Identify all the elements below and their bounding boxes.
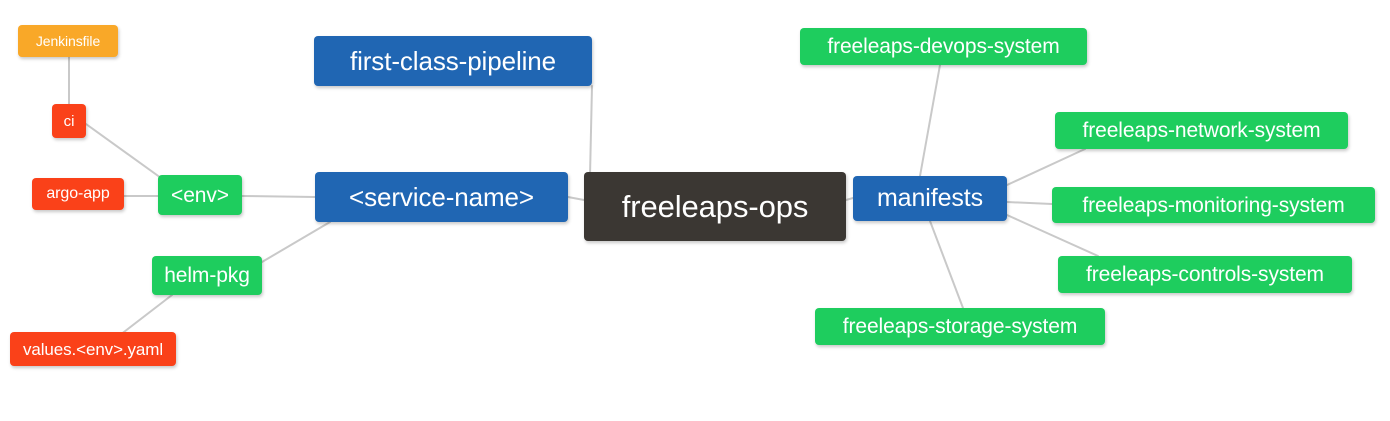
mindmap-node-label: values.<env>.yaml xyxy=(22,339,164,359)
edge-env-to-ci xyxy=(85,123,169,184)
mindmap-node-label: Jenkinsfile xyxy=(35,33,101,49)
mindmap-node-label: <env> xyxy=(171,183,229,207)
mindmap-node-label: freeleaps-ops xyxy=(621,189,809,224)
mindmap-node-label: argo-app xyxy=(46,185,110,202)
mindmap-node-argo-app[interactable]: argo-app xyxy=(32,178,124,210)
mindmap-node-freeleaps-monitoring-system[interactable]: freeleaps-monitoring-system xyxy=(1052,187,1375,223)
edge-freeleaps-ops-to-manifests xyxy=(845,197,854,201)
edge-freeleaps-ops-to-first-class-pipeline xyxy=(589,85,593,177)
mindmap-node-service-name[interactable]: <service-name> xyxy=(315,172,568,222)
mindmap-node-env[interactable]: <env> xyxy=(158,175,242,215)
edge-service-name-to-freeleaps-ops xyxy=(567,196,585,201)
mindmap-node-manifests[interactable]: manifests xyxy=(853,176,1007,221)
edge-helm-pkg-to-values-yaml xyxy=(119,294,173,336)
mindmap-node-helm-pkg[interactable]: helm-pkg xyxy=(152,256,262,295)
edge-service-name-to-helm-pkg xyxy=(261,221,331,263)
mindmap-node-label: helm-pkg xyxy=(164,264,250,287)
mindmap-node-jenkinsfile[interactable]: Jenkinsfile xyxy=(18,25,118,57)
mindmap-node-freeleaps-devops-system[interactable]: freeleaps-devops-system xyxy=(800,28,1087,65)
mindmap-node-label: <service-name> xyxy=(348,182,535,212)
edge-manifests-to-freeleaps-devops-system xyxy=(919,64,941,177)
edge-service-name-to-env xyxy=(241,195,316,198)
edge-manifests-to-freeleaps-storage-system xyxy=(929,220,964,309)
mindmap-node-freeleaps-ops[interactable]: freeleaps-ops xyxy=(584,172,846,241)
mindmap-node-label: ci xyxy=(63,112,75,130)
mindmap-node-label: manifests xyxy=(876,184,984,212)
mindmap-node-label: freeleaps-storage-system xyxy=(842,315,1078,338)
mindmap-node-label: freeleaps-controls-system xyxy=(1086,263,1324,286)
edge-manifests-to-freeleaps-network-system xyxy=(1006,148,1086,186)
mindmap-node-first-class-pipeline[interactable]: first-class-pipeline xyxy=(314,36,592,86)
mindmap-node-freeleaps-network-system[interactable]: freeleaps-network-system xyxy=(1055,112,1348,149)
mindmap-node-label: freeleaps-devops-system xyxy=(827,35,1060,58)
mindmap-node-freeleaps-storage-system[interactable]: freeleaps-storage-system xyxy=(815,308,1105,345)
mindmap-node-label: freeleaps-monitoring-system xyxy=(1082,193,1345,217)
mindmap-node-ci[interactable]: ci xyxy=(52,104,86,138)
mindmap-node-values-yaml[interactable]: values.<env>.yaml xyxy=(10,332,176,366)
mindmap-node-label: freeleaps-network-system xyxy=(1082,119,1321,142)
edge-manifests-to-freeleaps-monitoring-system xyxy=(1006,201,1053,205)
mindmap-node-freeleaps-controls-system[interactable]: freeleaps-controls-system xyxy=(1058,256,1352,293)
mindmap-node-label: first-class-pipeline xyxy=(349,46,557,76)
